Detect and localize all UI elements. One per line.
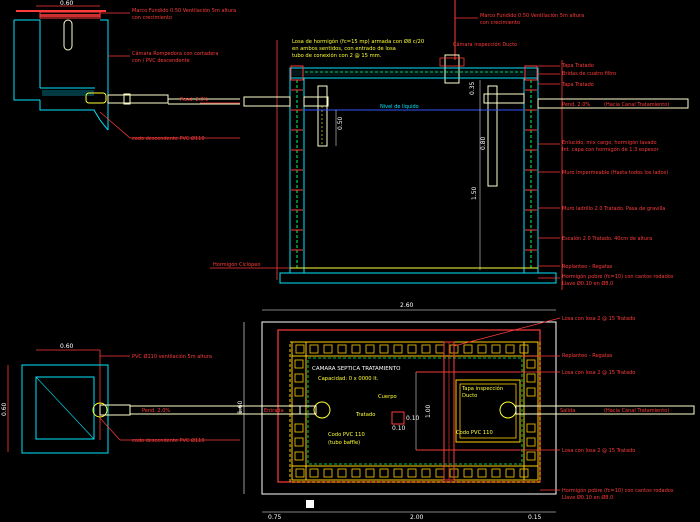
label-top-marco2: con crecimiento [480, 20, 520, 26]
plan-right-labels: Losa con losa 2 @ 15 Tratado Replanteo -… [416, 316, 674, 501]
label-tl-camara: Cámara Rompedora con cortadera [132, 50, 218, 57]
label-top-losa3: tubo de conexión con 2 @ 15 mm. [292, 52, 382, 59]
plan-tapa-insp2: Ducto [462, 393, 477, 399]
plan-hacia: (Hacia Canal Tratamiento) [604, 408, 669, 414]
label-pr-losa-conc2: Losa con losa 2 @ 15 Tratado [562, 448, 635, 454]
dim-bottom-mid: 2.00 [410, 514, 424, 521]
label-nivel-liquido: Nivel de líquido [380, 103, 419, 110]
label-top-marco: Marco Fundido 0.50 Ventilación 5m altura [480, 12, 584, 19]
label-pr-losa-conc1: Losa con losa 2 @ 15 Tratado [562, 370, 635, 376]
label-r-replant: Replanteo - Regatas [562, 264, 613, 270]
plan-salida: Salida [560, 408, 575, 414]
top-left-section: 0.60 Marco Fundido 0.50 Ventilación 5m a… [13, 0, 240, 142]
label-bl-codo: codo descendente PVC Ø110 [132, 437, 205, 444]
label-bl-pvc: PVC Ø110 ventilación 5m altura [132, 353, 212, 360]
dim-plan-inner-height: 1.00 [425, 404, 432, 418]
plan-codo-out: Codo PVC 110 [456, 430, 493, 436]
section-right-labels: Tapa Tratado Bridas de cuatro filtro Tap… [538, 63, 674, 287]
label-pr-replant: Replanteo - Regatas [562, 353, 613, 359]
label-pr-hormigon: Hormigón pobre (fc=10) con cantos rodado… [562, 487, 674, 494]
dim-section-top: 0.35 [469, 81, 476, 95]
label-bl-pend: Pend. 2.0% [142, 408, 170, 414]
main-section: Nivel de líquido 0.50 0.35 0.80 1.50 Mar… [210, 0, 689, 290]
label-tl-codo: codo descendente PVC Ø110 [132, 135, 205, 142]
label-r-tapa: Tapa Tratado [561, 63, 594, 69]
plan-codo-in2: (tubo baffle) [328, 440, 360, 446]
label-pr-hormigon2: Llave Ø0.10 en Ø8.0 [562, 494, 613, 501]
brick-pattern [294, 344, 536, 478]
dim-section-height: 1.50 [471, 186, 478, 200]
label-top-losa: Losa de hormigón (fc=15 mp) armada con Ø… [292, 38, 424, 45]
label-pr-losa-bor: Losa con losa 2 @ 15 Tratado [562, 316, 635, 322]
label-r-escalon: Escalón 2.0 Tratado. 40cm de altura [562, 235, 652, 242]
label-r-muro-lad: Muro ladrillo 2.0 Tratado. Pasa de gravi… [562, 206, 665, 212]
dim-bottom-left-width: 0.60 [60, 343, 74, 350]
dim-bottom-right: 0.15 [528, 514, 542, 521]
label-tl-pend: Pend. 2.0% [180, 97, 208, 103]
label-r-pend: Pend. 2.0% [562, 102, 590, 108]
label-tl-camara2: con / PVC descendente [132, 58, 190, 64]
main-plan: 2.60 1.60 [237, 302, 695, 521]
dim-section-mid: 0.80 [480, 136, 487, 150]
label-top-losa2: en ambos sentidos, con entrado de losa [292, 46, 396, 52]
plan-codo-in: Codo PVC 110 [328, 432, 365, 438]
plan-capacity: Capacidad: 0 x 0000 lt. [318, 376, 379, 382]
label-r-hormigon: Hormigón pobre (fc=10) con cantos rodado… [562, 273, 674, 280]
plan-tapa-insp: Tapa inspección [461, 385, 503, 392]
bottom-left-plan: 0.60 0.60 PVC Ø110 ventilación 5m altura… [1, 343, 240, 454]
label-r-tapa2: Tapa Tratado [561, 82, 594, 88]
dim-bottom-left: 0.75 [268, 514, 282, 521]
label-r-enlucido2: Int. capa con hormigón de 1:3 espesor [562, 146, 660, 153]
dim-section-left: 0.50 [337, 116, 344, 130]
label-top-camara-insp: Cámara inspección Ducto [453, 41, 517, 48]
label-r-muro-imp: Muro Impermeable (Hasta todos los lados) [562, 170, 668, 176]
dim-bottom-left-height: 0.60 [1, 402, 8, 416]
label-r-hacia: (Hacia Canal Tratamiento) [604, 102, 669, 108]
label-r-enlucido: Enlucido, mix cargo, hormigón lavado [562, 139, 657, 146]
plan-title: CAMARA SEPTICA TRATAMIENTO [312, 366, 401, 372]
plan-tratado: Tratado [355, 412, 375, 418]
label-hormigon-ciclopeo: Hormigón Ciclópeo [213, 261, 260, 268]
dim-plan-width: 2.60 [400, 302, 414, 309]
plan-entrada: Entrada [264, 408, 284, 414]
label-r-bridas: Bridas de cuatro filtro [562, 71, 616, 77]
dim-top-left-width: 0.60 [60, 0, 74, 7]
label-r-hormigon2: Llave Ø0.10 en Ø8.0 [562, 280, 613, 287]
plan-cuerpo: Cuerpo [378, 394, 397, 400]
label-tl-tapa: Marco Fundido 0.50 Ventilación 5m altura [132, 7, 236, 14]
brick-wall-top [291, 341, 539, 481]
dim-pit-small-1: 0.10 [392, 425, 406, 432]
dim-pit-small-2: 0.10 [406, 415, 420, 422]
label-tl-tapa2: con crecimiento [132, 15, 172, 21]
